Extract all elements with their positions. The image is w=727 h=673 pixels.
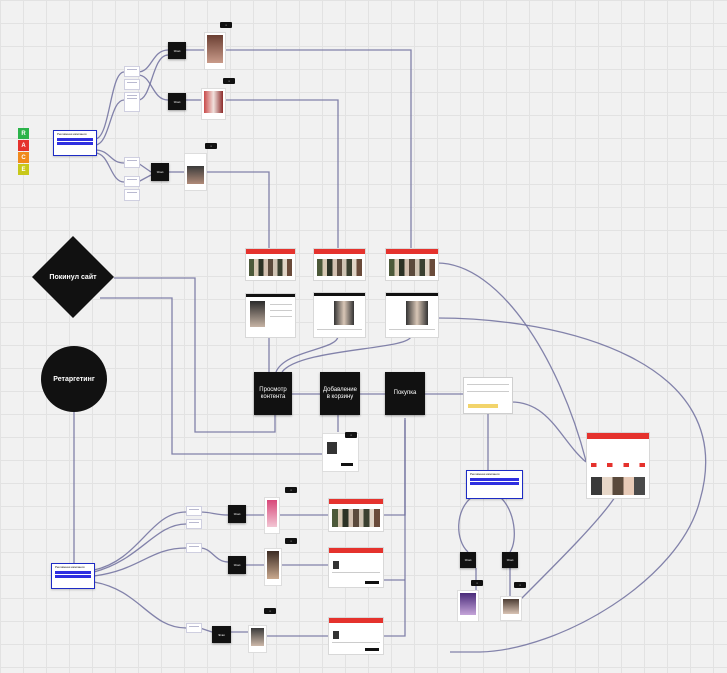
phone-preview[interactable] bbox=[264, 497, 280, 534]
phone-preview[interactable] bbox=[248, 625, 267, 653]
mini-node[interactable] bbox=[124, 157, 140, 168]
cart-screenshot[interactable] bbox=[328, 547, 384, 588]
legend-item: E bbox=[18, 164, 29, 175]
connector bbox=[224, 49, 412, 248]
product-screenshot[interactable] bbox=[385, 292, 439, 338]
card-bar bbox=[57, 138, 93, 141]
connector bbox=[93, 523, 187, 573]
diamond-label: Покинул сайт bbox=[49, 273, 97, 281]
phone-badge: ▪ bbox=[285, 538, 297, 544]
legend-item: C bbox=[18, 152, 29, 163]
mini-node[interactable] bbox=[186, 519, 202, 529]
mini-node[interactable] bbox=[124, 79, 140, 90]
connector bbox=[436, 262, 587, 462]
connector bbox=[499, 496, 515, 553]
left-site-diamond[interactable]: Покинул сайт bbox=[32, 236, 114, 318]
mini-node[interactable] bbox=[186, 543, 202, 553]
site-screenshot[interactable] bbox=[245, 248, 296, 281]
site-screenshot[interactable] bbox=[328, 498, 384, 532]
connector bbox=[382, 418, 406, 516]
mini-node[interactable] bbox=[186, 623, 202, 633]
connector bbox=[94, 99, 125, 146]
checkout-preview[interactable] bbox=[463, 377, 513, 414]
stage-block[interactable]: Этап bbox=[228, 505, 246, 523]
stage-block[interactable]: Этап bbox=[460, 552, 476, 568]
connector bbox=[199, 547, 229, 563]
stage-block[interactable]: Этап bbox=[212, 626, 231, 643]
product-screenshot[interactable] bbox=[313, 292, 366, 338]
connector bbox=[137, 49, 169, 73]
phone-badge: ▪ bbox=[514, 582, 526, 588]
mini-node[interactable] bbox=[124, 189, 140, 201]
diamond-shape bbox=[32, 236, 114, 318]
stage-block[interactable]: Этап bbox=[228, 556, 246, 574]
mini-node[interactable] bbox=[124, 66, 140, 77]
connector bbox=[93, 547, 187, 577]
phone-badge: ▪ bbox=[285, 487, 297, 493]
step-add-to-cart[interactable]: Добавление в корзину bbox=[320, 372, 360, 415]
card-bar bbox=[470, 478, 519, 481]
connector bbox=[281, 335, 412, 373]
card-title: Рекламная кампания bbox=[470, 472, 500, 476]
circle-label: Ретаргетинг bbox=[53, 375, 95, 383]
connector bbox=[93, 581, 187, 629]
connector bbox=[205, 171, 270, 248]
legend-item: A bbox=[18, 140, 29, 151]
site-screenshot[interactable] bbox=[313, 248, 366, 281]
phone-badge: ▪ bbox=[205, 143, 217, 149]
connector bbox=[519, 496, 616, 601]
connector bbox=[275, 335, 339, 373]
connector bbox=[382, 420, 406, 637]
campaign-card-bottom[interactable]: Рекламная кампания bbox=[51, 563, 95, 589]
stage-block[interactable]: Этап bbox=[168, 42, 186, 59]
phone-badge: ▪ bbox=[264, 608, 276, 614]
connector bbox=[94, 71, 125, 140]
card-bar bbox=[55, 571, 91, 574]
phone-preview[interactable] bbox=[457, 590, 479, 622]
phone-preview[interactable] bbox=[204, 32, 226, 70]
site-home-screenshot[interactable] bbox=[586, 432, 650, 499]
phone-badge: ▪ bbox=[471, 580, 483, 586]
campaign-card-top[interactable]: Рекламная кампания bbox=[53, 130, 97, 156]
card-bar bbox=[57, 142, 93, 145]
retargeting-circle[interactable]: Ретаргетинг bbox=[41, 346, 107, 412]
connector bbox=[137, 74, 169, 101]
connector bbox=[224, 99, 339, 248]
connector bbox=[510, 401, 587, 463]
card-title: Рекламная кампания bbox=[55, 565, 85, 569]
product-screenshot[interactable] bbox=[245, 293, 296, 338]
phone-preview[interactable] bbox=[264, 548, 282, 586]
connector bbox=[94, 149, 125, 164]
mini-node[interactable] bbox=[124, 92, 140, 112]
stage-block[interactable]: Этап bbox=[151, 163, 169, 181]
connector bbox=[458, 496, 473, 553]
phone-preview[interactable] bbox=[184, 153, 207, 191]
phone-preview[interactable] bbox=[500, 596, 522, 621]
site-screenshot[interactable] bbox=[385, 248, 439, 281]
step-purchase[interactable]: Покупка bbox=[385, 372, 425, 415]
connector bbox=[137, 54, 169, 101]
phone-preview[interactable] bbox=[201, 88, 226, 120]
phone-badge: ▪ bbox=[223, 78, 235, 84]
mini-node[interactable] bbox=[186, 506, 202, 516]
checkout-screenshot[interactable] bbox=[328, 617, 384, 655]
card-bar bbox=[470, 482, 519, 485]
step-view-content[interactable]: Просмотр контента bbox=[254, 372, 292, 415]
phone-badge: ▪ bbox=[220, 22, 232, 28]
phone-badge: ▪ bbox=[345, 432, 357, 438]
mini-node[interactable] bbox=[124, 176, 140, 187]
stage-block[interactable]: Этап bbox=[502, 552, 518, 568]
connector bbox=[199, 511, 229, 516]
cart-preview[interactable] bbox=[322, 433, 359, 472]
legend-item: R bbox=[18, 128, 29, 139]
connector bbox=[94, 152, 125, 183]
card-title: Рекламная кампания bbox=[57, 132, 87, 136]
card-bar bbox=[55, 575, 91, 578]
connector bbox=[93, 511, 187, 571]
stage-block[interactable]: Этап bbox=[168, 93, 186, 110]
campaign-card-right[interactable]: Рекламная кампания bbox=[466, 470, 523, 499]
